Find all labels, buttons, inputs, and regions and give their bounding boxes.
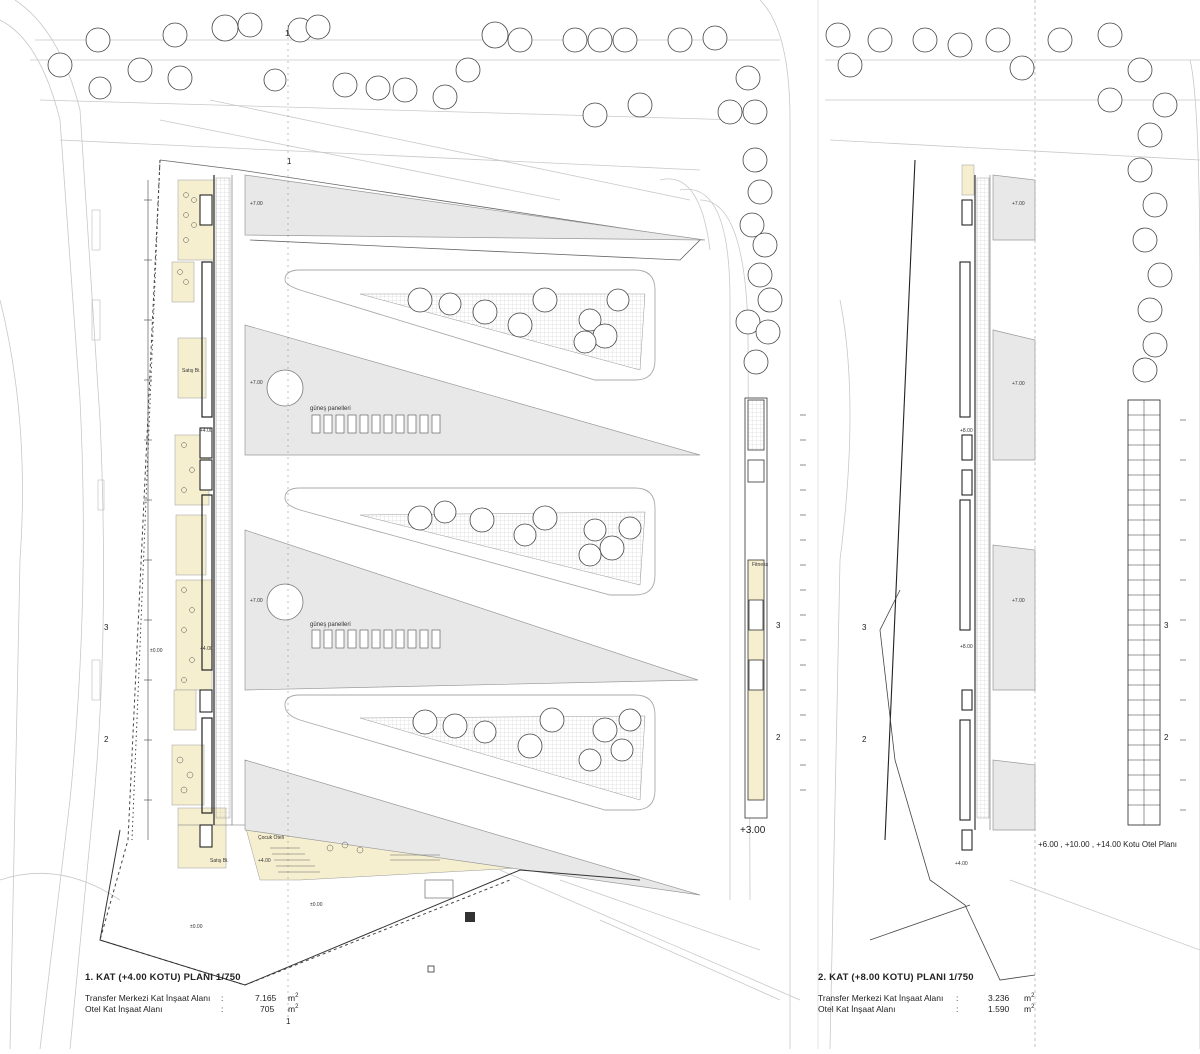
level-label-g: ±0.00 bbox=[150, 648, 163, 654]
plan2-level-c: +7.00 bbox=[1012, 598, 1025, 604]
child-area-label: Çocuk Oteli bbox=[258, 835, 284, 841]
sales-label: Satış Bi. bbox=[210, 858, 229, 864]
plan2-level-e: +8.00 bbox=[960, 644, 973, 650]
plan2-row-2-sep: : bbox=[956, 1004, 959, 1014]
level-label-i: ±0.00 bbox=[190, 924, 203, 930]
site-edge bbox=[99, 829, 641, 986]
level-label-a: +7.00 bbox=[250, 380, 263, 386]
level-label-h: ±0.00 bbox=[310, 902, 323, 908]
plan2-section-2-left: 2 bbox=[862, 735, 867, 744]
steps bbox=[270, 847, 440, 873]
plan2-row-2-label: Otel Kat İnşaat Alanı bbox=[818, 1004, 896, 1014]
stair-strip bbox=[215, 177, 231, 819]
context-lines bbox=[0, 0, 801, 1050]
plan2-row-1-sep: : bbox=[956, 993, 959, 1003]
roof-wedges bbox=[244, 174, 706, 896]
plan2-spine bbox=[884, 159, 991, 841]
furniture-marks bbox=[176, 192, 364, 854]
hotel-dashes-plan1 bbox=[800, 414, 806, 791]
plan2-row-2-value: 1.590 bbox=[988, 1004, 1010, 1014]
small-square bbox=[427, 965, 435, 973]
plan1-row-1-unit: m2 bbox=[288, 993, 299, 1003]
solar-panel-row-1 bbox=[311, 414, 441, 434]
courtyard-trees bbox=[407, 287, 642, 772]
level-label-f: +4.00 bbox=[258, 858, 271, 864]
dimension-ticks bbox=[144, 180, 152, 840]
section-marker-3-right: 3 bbox=[776, 621, 781, 630]
hotel-plan-label: +6.00 , +10.00 , +14.00 Kotu Otel Planı bbox=[1038, 840, 1177, 849]
building-spine bbox=[201, 175, 233, 825]
tree-row-top bbox=[47, 12, 768, 128]
planted-areas bbox=[359, 293, 646, 801]
level-label-b: +7.00 bbox=[250, 598, 263, 604]
fitness-label: Fitness bbox=[752, 562, 769, 568]
level-label-d: +4.00 bbox=[200, 428, 213, 434]
plan2-row-1: Transfer Merkezi Kat İnşaat Alanı : 3.23… bbox=[818, 993, 1043, 1003]
plan2-trees bbox=[825, 22, 1178, 383]
plan2-angled-edge bbox=[879, 589, 1036, 981]
plan1-row-1-sep: : bbox=[221, 993, 224, 1003]
plan2-row-1-label: Transfer Merkezi Kat İnşaat Alanı bbox=[818, 993, 944, 1003]
plan2-wedges bbox=[992, 174, 1036, 831]
hotel-strip-plan1 bbox=[744, 397, 768, 819]
section-marker-2-left: 2 bbox=[104, 735, 109, 744]
plan2-row-1-unit: m2 bbox=[1024, 993, 1035, 1003]
plan2-section-2-right: 2 bbox=[1164, 733, 1169, 742]
tree-row-right bbox=[735, 147, 783, 375]
level-label-e: +4.00 bbox=[200, 646, 213, 652]
section-marker-1-top: 1 bbox=[285, 29, 290, 38]
plan1-row-2-unit: m2 bbox=[288, 1004, 299, 1014]
level-big-label: +3.00 bbox=[740, 825, 766, 836]
plan1-row-2-sep: : bbox=[221, 1004, 224, 1014]
plan1-row-2: Otel Kat İnşaat Alanı : 705 m2 bbox=[85, 1004, 325, 1014]
plan2-section-3-left: 3 bbox=[862, 623, 867, 632]
plan2-yellow bbox=[961, 164, 975, 196]
skylights bbox=[266, 369, 304, 621]
plan2-row-2: Otel Kat İnşaat Alanı : 1.590 m2 bbox=[818, 1004, 1043, 1014]
section-marker-1-bottom: 1 bbox=[286, 1017, 291, 1026]
solar-panels-label-1: güneş panelleri bbox=[310, 406, 351, 412]
hotel-room-lines bbox=[1128, 400, 1160, 825]
plan2-level-d: +8.00 bbox=[960, 428, 973, 434]
plan2-stair-strip bbox=[976, 177, 990, 819]
plan1-row-2-value: 705 bbox=[260, 1004, 275, 1014]
plan1-row-1: Transfer Merkezi Kat İnşaat Alanı : 7.16… bbox=[85, 993, 325, 1003]
marker-square bbox=[465, 912, 475, 922]
section-marker-1-mid: 1 bbox=[287, 157, 292, 166]
plan1-title: 1. KAT (+4.00 KOTU) PLANI 1/750 bbox=[85, 972, 241, 983]
solar-panel-row-2 bbox=[311, 629, 441, 649]
section-marker-2-right: 2 bbox=[776, 733, 781, 742]
dotted-edge bbox=[131, 159, 161, 841]
level-label-c: +7.00 bbox=[250, 201, 263, 207]
plan2-row-2-unit: m2 bbox=[1024, 1004, 1035, 1014]
section-marker-3-left: 3 bbox=[104, 623, 109, 632]
plan1-row-1-value: 7.165 bbox=[255, 993, 277, 1003]
plan1-row-2-label: Otel Kat İnşaat Alanı bbox=[85, 1004, 163, 1014]
plan2-level-b: +7.00 bbox=[1012, 381, 1025, 387]
sales-label-2: Satış Bi. bbox=[182, 368, 201, 374]
core-blocks bbox=[199, 194, 213, 848]
plan2-cores bbox=[961, 199, 973, 851]
plan2-section-3-right: 3 bbox=[1164, 621, 1169, 630]
plan2-row-1-value: 3.236 bbox=[988, 993, 1010, 1003]
plan2-level-f: +4.00 bbox=[955, 861, 968, 867]
bus-stop bbox=[424, 879, 454, 899]
plan2-lower-edge bbox=[869, 904, 971, 941]
plan1-caption: 1. KAT (+4.00 KOTU) PLANI 1/750 Transfer… bbox=[85, 972, 345, 1032]
plan1-row-1-label: Transfer Merkezi Kat İnşaat Alanı bbox=[85, 993, 211, 1003]
plan2-caption: 2. KAT (+8.00 KOTU) PLANI 1/750 Transfer… bbox=[818, 972, 1048, 1032]
plan2-title: 2. KAT (+8.00 KOTU) PLANI 1/750 bbox=[818, 972, 974, 983]
plan2-dashes bbox=[1180, 419, 1186, 811]
road-markings bbox=[91, 209, 105, 701]
solar-panels-label-2: güneş panelleri bbox=[310, 622, 351, 628]
plan2-level-a: +7.00 bbox=[1012, 201, 1025, 207]
